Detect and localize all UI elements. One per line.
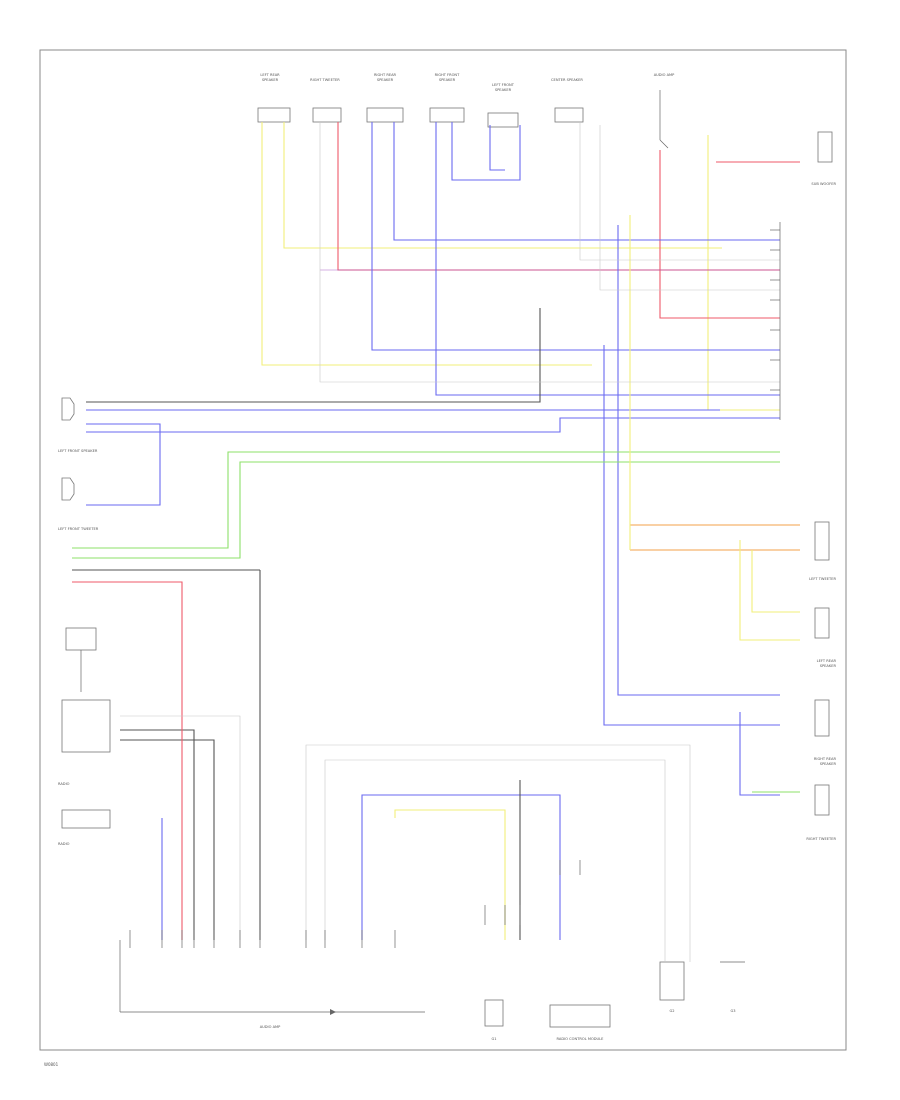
- wire-gray-4: [324, 759, 666, 962]
- wire-green-2: [72, 461, 780, 559]
- svg-text:RIGHT REAR: RIGHT REAR: [374, 73, 397, 77]
- component-left-front-speaker-top: LEFT FRONT SPEAKER: [487, 83, 519, 128]
- component-audio-amp-top: AUDIO AMP: [654, 73, 675, 149]
- wire-red-4: [72, 581, 183, 940]
- svg-text:LEFT FRONT TWEETER: LEFT FRONT TWEETER: [58, 527, 99, 531]
- diagram-frame: [39, 49, 847, 1051]
- component-left-rear-speaker: LEFT REAR SPEAKER: [257, 73, 291, 123]
- wire-gray-6: [599, 125, 780, 291]
- diagram-footer-id: W0801: [44, 1062, 59, 1067]
- svg-text:RIGHT TWEETER: RIGHT TWEETER: [806, 837, 836, 841]
- wire-blue-5: [489, 125, 505, 171]
- svg-text:SPEAKER: SPEAKER: [820, 762, 837, 766]
- svg-text:RADIO CONTROL MODULE: RADIO CONTROL MODULE: [557, 1037, 605, 1041]
- wire-green-1: [72, 451, 780, 549]
- top-components: LEFT REAR SPEAKER RIGHT TWEETER RIGHT RE…: [257, 73, 675, 149]
- wire-blue-1: [371, 122, 780, 351]
- wire-blue-2: [393, 122, 780, 241]
- wire-black-5: [120, 729, 195, 940]
- svg-text:LEFT REAR: LEFT REAR: [260, 73, 280, 77]
- ground-g3: G3: [720, 961, 745, 1013]
- wire-red-2: [659, 150, 780, 319]
- svg-text:AUDIO AMP: AUDIO AMP: [260, 1025, 281, 1029]
- ground-g1: G1: [484, 999, 504, 1041]
- svg-text:LEFT TWEETER: LEFT TWEETER: [809, 577, 836, 581]
- svg-text:CENTER SPEAKER: CENTER SPEAKER: [551, 78, 583, 82]
- svg-text:LEFT FRONT SPEAKER: LEFT FRONT SPEAKER: [58, 449, 98, 453]
- component-left-front-tweeter: LEFT FRONT TWEETER: [58, 477, 99, 531]
- wire-yellow-1: [261, 122, 592, 366]
- component-left-rear-speaker-right: LEFT REAR SPEAKER: [814, 607, 837, 668]
- component-right-tweeter-right: RIGHT TWEETER: [806, 784, 836, 841]
- component-rear-window-defogger: [65, 627, 97, 692]
- component-right-tweeter: RIGHT TWEETER: [310, 78, 342, 123]
- harness-right-ticks: [770, 222, 781, 420]
- svg-text:RADIO: RADIO: [58, 842, 70, 846]
- wire-yellow-2: [283, 122, 722, 249]
- svg-text:SPEAKER: SPEAKER: [262, 78, 279, 82]
- svg-text:SPEAKER: SPEAKER: [377, 78, 394, 82]
- wire-gray-1: [319, 122, 780, 383]
- component-center-speaker: CENTER SPEAKER: [551, 78, 583, 123]
- wire-red-1: [337, 122, 780, 271]
- wire-blue-3: [435, 122, 780, 396]
- component-right-rear-speaker: RIGHT REAR SPEAKER: [366, 73, 404, 123]
- component-audio-amp-bottom: AUDIO AMP: [119, 940, 425, 1029]
- component-left-front-speaker: LEFT FRONT SPEAKER: [58, 397, 98, 453]
- wire-black-1: [86, 308, 541, 403]
- svg-text:G1: G1: [491, 1037, 496, 1041]
- component-radio: RADIO RADIO: [58, 699, 111, 846]
- svg-text:RADIO: RADIO: [58, 782, 70, 786]
- wire-yellow-6: [751, 550, 800, 613]
- wire-black-4: [120, 739, 215, 940]
- wire-blue-6: [617, 225, 780, 696]
- left-components: LEFT FRONT SPEAKER LEFT FRONT TWEETER RA…: [58, 397, 111, 846]
- svg-text:SUB WOOFER: SUB WOOFER: [811, 182, 836, 186]
- component-right-rear-speaker-right: RIGHT REAR SPEAKER: [814, 699, 837, 766]
- wire-yellow-3: [707, 135, 780, 411]
- wire-blue-9: [86, 417, 780, 433]
- svg-text:AUDIO AMP: AUDIO AMP: [654, 73, 675, 77]
- svg-text:RIGHT FRONT: RIGHT FRONT: [435, 73, 460, 77]
- wire-gray-3: [120, 715, 241, 940]
- wire-yellow-5: [739, 540, 800, 641]
- svg-text:LEFT REAR: LEFT REAR: [817, 659, 837, 663]
- bottom-components: AUDIO AMP RADIO CONTROL MODULE G1 G2 G3: [119, 940, 745, 1041]
- svg-text:SPEAKER: SPEAKER: [495, 88, 512, 92]
- component-left-tweeter: LEFT TWEETER: [809, 521, 836, 581]
- svg-text:RIGHT REAR: RIGHT REAR: [814, 757, 837, 761]
- right-components: SUB WOOFER LEFT TWEETER LEFT REAR SPEAKE…: [806, 131, 837, 841]
- component-radio-control-module: RADIO CONTROL MODULE: [549, 1004, 611, 1041]
- wire-blue-10: [86, 423, 161, 506]
- wire-blue-7: [603, 345, 780, 726]
- svg-text:SPEAKER: SPEAKER: [439, 78, 456, 82]
- wire-gray-2: [305, 744, 691, 962]
- wire-gray-5: [579, 122, 780, 261]
- svg-text:G3: G3: [730, 1009, 735, 1013]
- component-right-front-speaker: RIGHT FRONT SPEAKER: [429, 73, 465, 123]
- component-sub-woofer: SUB WOOFER: [811, 131, 836, 186]
- wire-blue-4: [451, 122, 521, 181]
- wires: [72, 122, 800, 962]
- svg-text:RIGHT TWEETER: RIGHT TWEETER: [310, 78, 340, 82]
- svg-text:G2: G2: [669, 1009, 674, 1013]
- wire-blue-11: [739, 712, 780, 796]
- wire-blue-12: [361, 794, 561, 940]
- svg-text:LEFT FRONT: LEFT FRONT: [492, 83, 515, 87]
- wire-yellow-7: [394, 809, 506, 940]
- bottom-connector-ticks: [129, 860, 581, 948]
- svg-text:SPEAKER: SPEAKER: [820, 664, 837, 668]
- ground-g2: G2: [659, 961, 685, 1013]
